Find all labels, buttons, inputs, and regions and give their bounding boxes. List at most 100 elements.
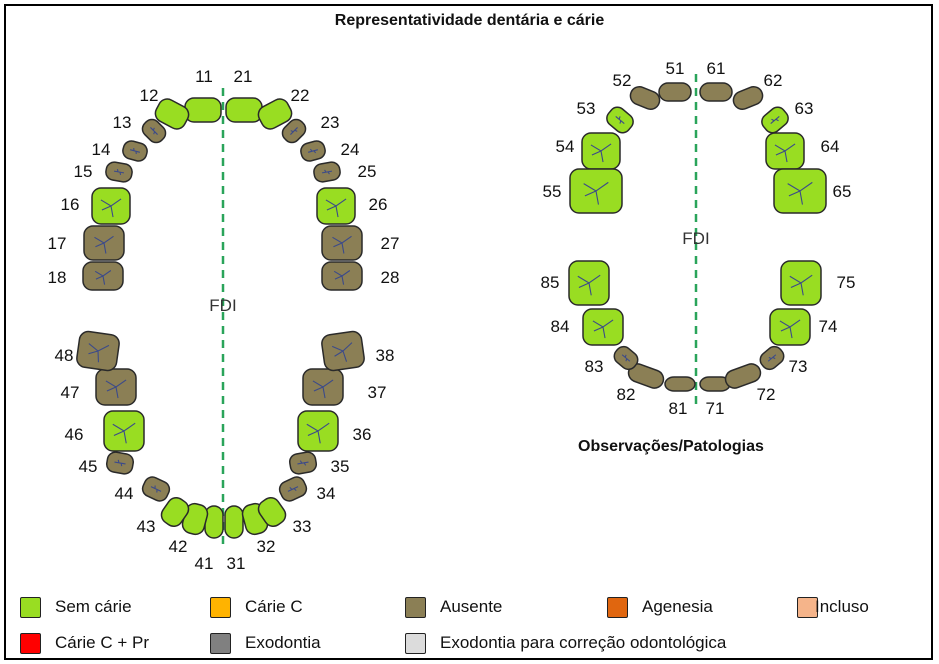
tooth-label-12: 12: [140, 86, 159, 105]
tooth-label-72: 72: [757, 385, 776, 404]
tooth-52: [629, 86, 661, 110]
tooth-31: [224, 505, 244, 539]
tooth-label-18: 18: [48, 268, 67, 287]
tooth-label-71: 71: [706, 399, 725, 418]
tooth-23: [281, 118, 307, 144]
tooth-18: [82, 261, 124, 291]
fdi-label-primary: FDI: [682, 229, 709, 248]
tooth-label-22: 22: [291, 86, 310, 105]
tooth-label-64: 64: [821, 137, 840, 156]
tooth-label-11: 11: [195, 67, 213, 86]
tooth-label-65: 65: [833, 182, 852, 201]
tooth-26: [316, 187, 356, 225]
tooth-label-34: 34: [317, 484, 336, 503]
tooth-65: [773, 168, 827, 214]
tooth-24: [300, 140, 326, 162]
legend-swatch: [210, 632, 231, 654]
tooth-48: [76, 330, 120, 372]
tooth-34: [278, 476, 308, 502]
tooth-label-33: 33: [293, 517, 312, 536]
tooth-64: [765, 132, 805, 170]
legend-exodontia: Exodontia: [210, 632, 321, 654]
legend-label: Cárie C + Pr: [55, 633, 149, 652]
tooth-label-45: 45: [79, 457, 98, 476]
tooth-74: [769, 308, 811, 346]
tooth-label-54: 54: [556, 137, 575, 156]
tooth-label-26: 26: [369, 195, 388, 214]
tooth-14: [122, 140, 148, 162]
tooth-28: [321, 261, 363, 291]
tooth-label-23: 23: [321, 113, 340, 132]
legend-label: Sem cárie: [55, 597, 132, 616]
tooth-46: [103, 410, 145, 452]
tooth-label-42: 42: [169, 537, 188, 556]
tooth-54: [581, 132, 621, 170]
legend-exodontia-correcao: Exodontia para correção odontológica: [405, 632, 726, 654]
tooth-85: [568, 260, 610, 306]
tooth-44: [141, 476, 171, 502]
tooth-label-75: 75: [837, 273, 856, 292]
tooth-label-15: 15: [74, 162, 93, 181]
legend-swatch: [210, 596, 231, 618]
tooth-label-74: 74: [819, 317, 838, 336]
tooth-label-43: 43: [137, 517, 156, 536]
tooth-label-81: 81: [669, 399, 688, 418]
tooth-62: [732, 86, 764, 110]
legend-swatch: [405, 632, 426, 654]
tooth-47: [95, 368, 137, 406]
tooth-label-51: 51: [666, 59, 685, 78]
tooth-label-31: 31: [227, 554, 246, 573]
tooth-63: [761, 106, 789, 134]
tooth-21: [225, 97, 263, 123]
tooth-label-16: 16: [61, 195, 80, 214]
tooth-16: [91, 187, 131, 225]
tooth-label-32: 32: [257, 537, 276, 556]
tooth-label-24: 24: [341, 140, 360, 159]
tooth-label-82: 82: [617, 385, 636, 404]
tooth-label-61: 61: [707, 59, 726, 78]
tooth-label-25: 25: [358, 162, 377, 181]
chart-frame: [4, 4, 933, 660]
legend-label: Exodontia para correção odontológica: [440, 633, 727, 652]
tooth-15: [105, 161, 133, 183]
chart-title: Representatividade dentária e cárie: [334, 12, 605, 29]
tooth-label-21: 21: [234, 67, 253, 86]
tooth-label-35: 35: [331, 457, 350, 476]
tooth-label-38: 38: [376, 346, 395, 365]
tooth-51: [658, 82, 692, 102]
tooth-label-73: 73: [789, 357, 808, 376]
tooth-label-48: 48: [55, 346, 74, 365]
tooth-label-28: 28: [381, 268, 400, 287]
legend-label: Incluso: [815, 597, 869, 616]
tooth-27: [321, 225, 363, 261]
tooth-label-85: 85: [541, 273, 560, 292]
legend-sem-carie: Sem cárie: [20, 596, 132, 618]
tooth-label-44: 44: [115, 484, 134, 503]
legend-swatch: [607, 596, 628, 618]
tooth-label-52: 52: [613, 71, 632, 90]
tooth-53: [606, 106, 634, 134]
legend-swatch: [20, 632, 41, 654]
tooth-84: [582, 308, 624, 346]
tooth-36: [297, 410, 339, 452]
tooth-label-37: 37: [368, 383, 387, 402]
legend-agenesia: Agenesia: [607, 596, 713, 618]
tooth-label-14: 14: [92, 140, 111, 159]
tooth-75: [780, 260, 822, 306]
tooth-label-62: 62: [764, 71, 783, 90]
tooth-label-36: 36: [353, 425, 372, 444]
legend-swatch: [405, 596, 426, 618]
legend-label: Agenesia: [642, 597, 713, 616]
tooth-label-27: 27: [381, 234, 400, 253]
tooth-22: [257, 98, 293, 130]
tooth-label-46: 46: [65, 425, 84, 444]
tooth-label-17: 17: [48, 234, 67, 253]
tooth-81: [664, 376, 696, 392]
legend-label: Ausente: [440, 597, 503, 616]
tooth-38: [321, 330, 365, 372]
tooth-55: [569, 168, 623, 214]
tooth-35: [288, 451, 318, 475]
observations-title: Observações/Patologias: [578, 438, 764, 455]
tooth-37: [302, 368, 344, 406]
